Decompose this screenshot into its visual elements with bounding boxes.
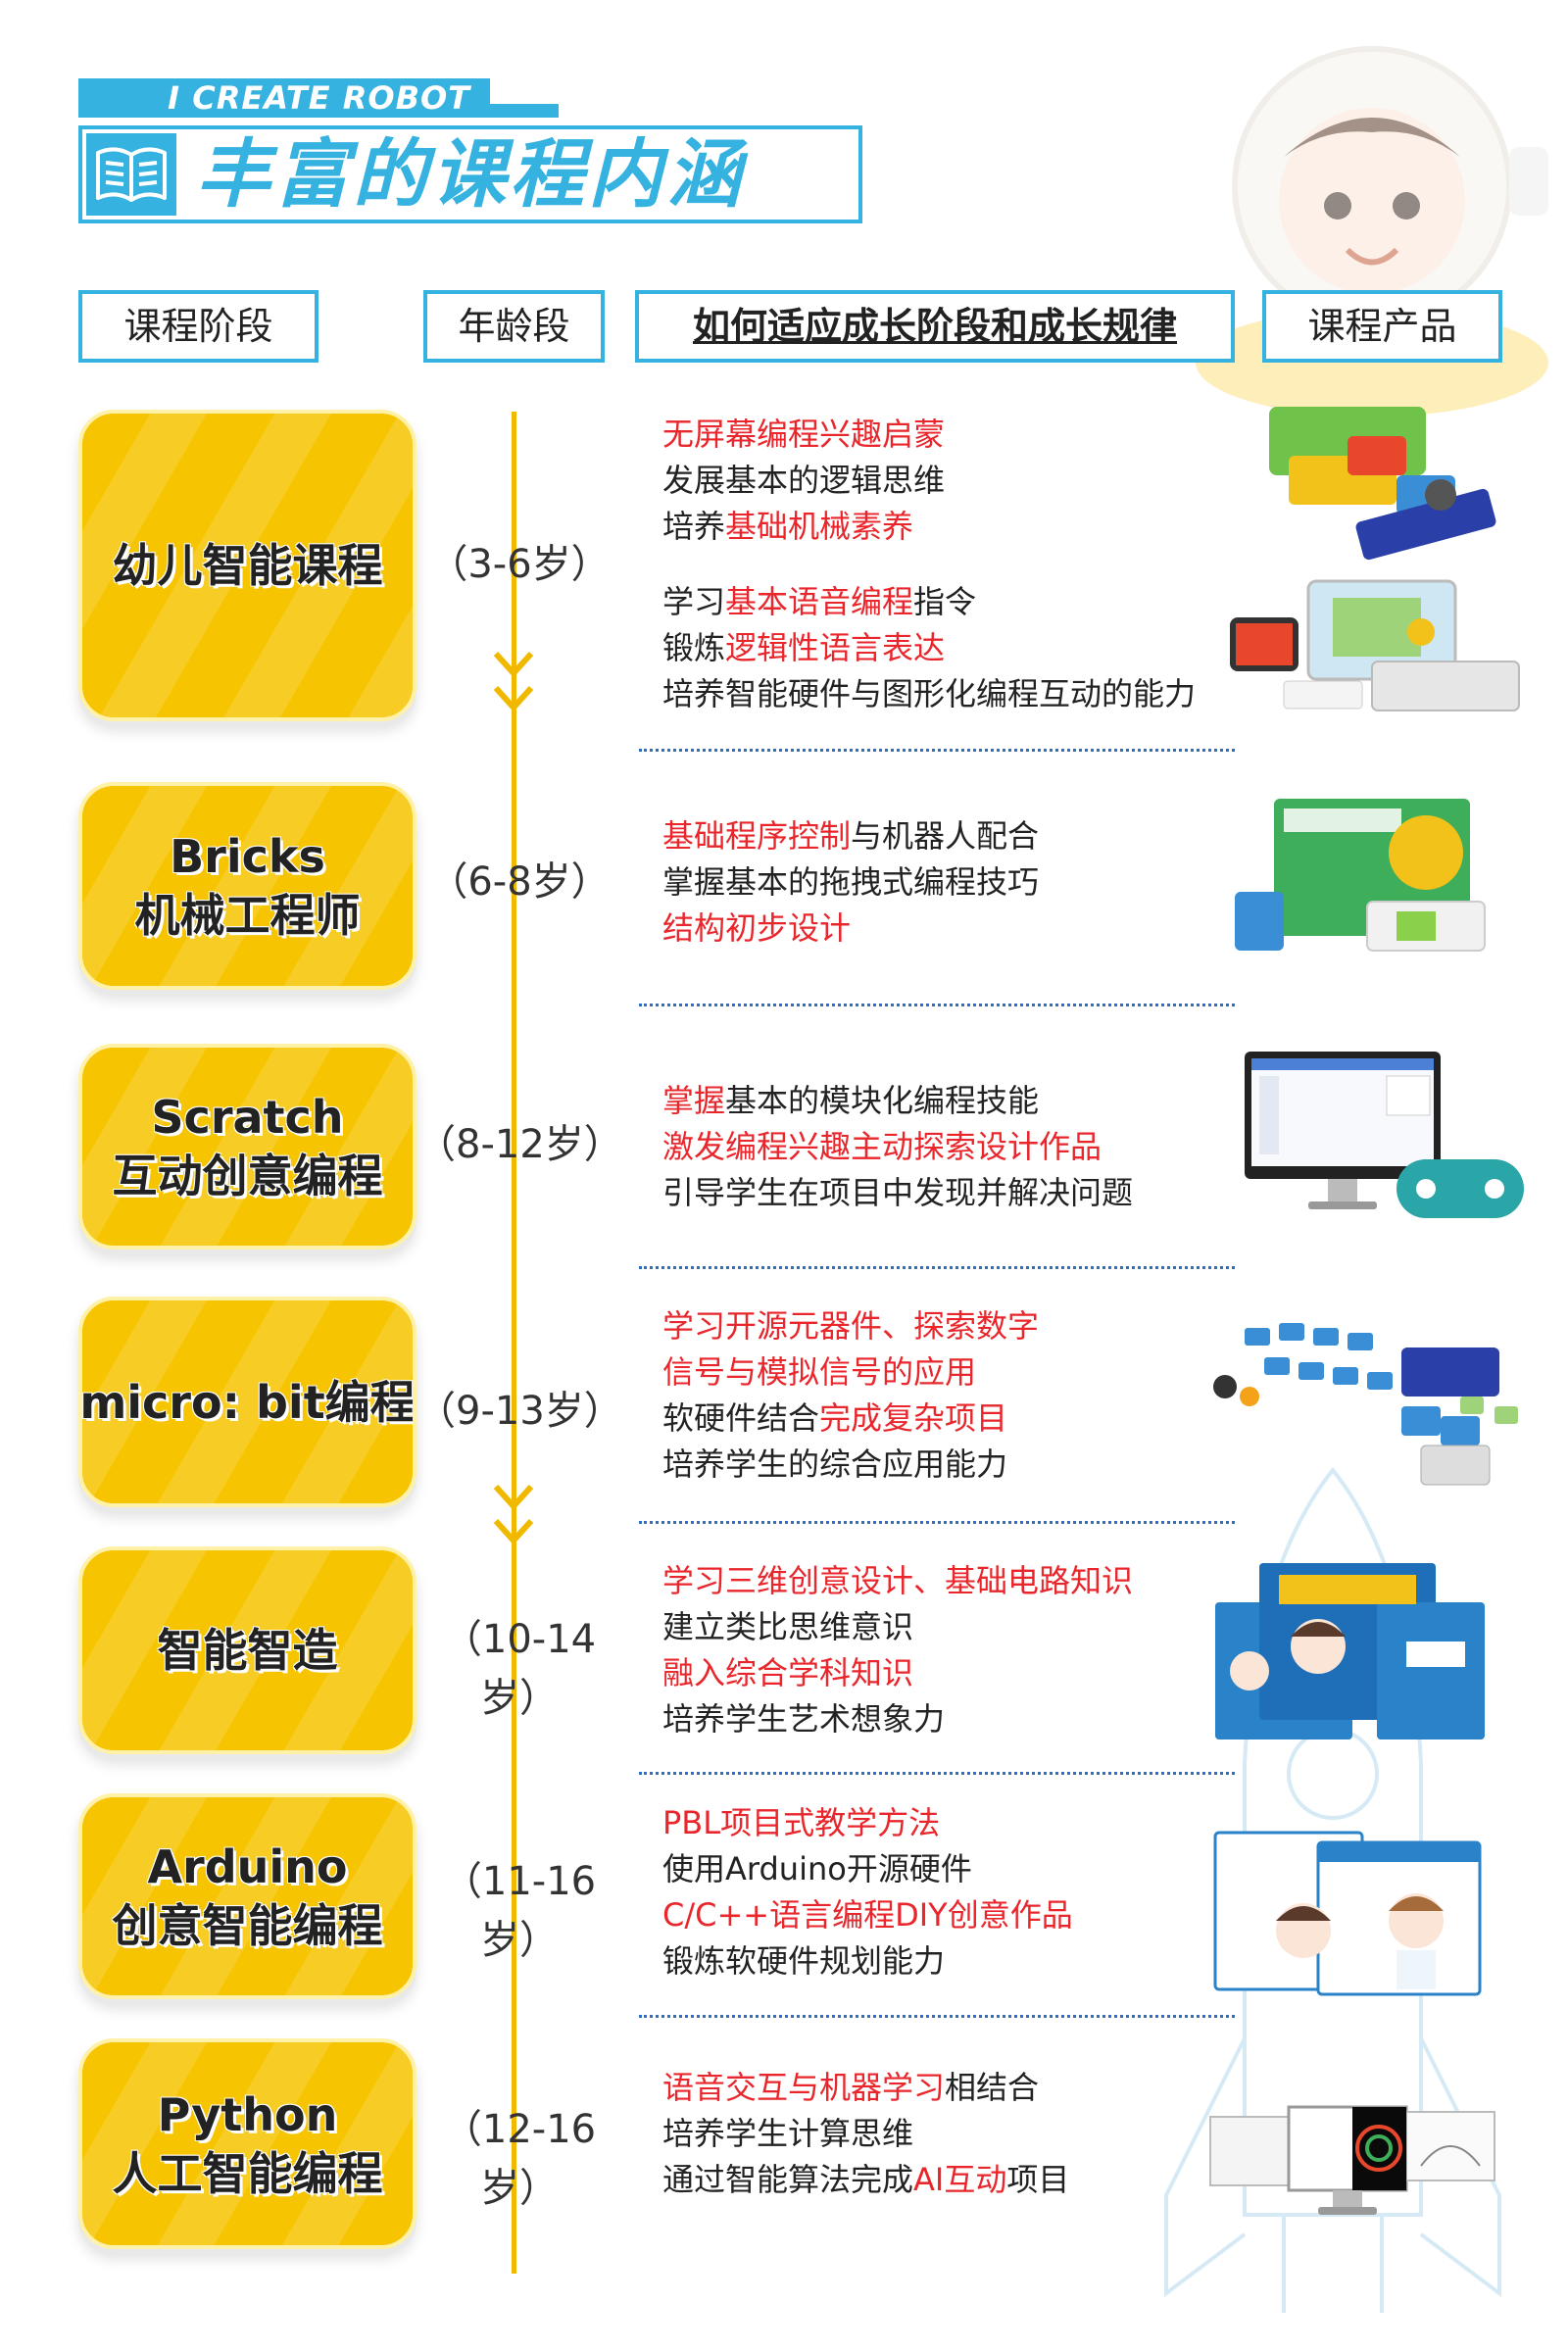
age-range: （3-6岁）	[428, 542, 611, 587]
desc-line: 培养学生艺术想象力	[662, 1700, 946, 1738]
page-title: 丰富的课程内涵	[196, 130, 745, 218]
desc-line: PBL项目式教学方法	[662, 1804, 941, 1841]
stage-title: 幼儿智能课程	[112, 539, 383, 592]
stage-card: Scratch 互动创意编程	[78, 1044, 416, 1250]
age-range: （11-16岁）	[442, 1859, 597, 1963]
stage-description: 学习三维创意设计、基础电路知识 建立类比思维意识 融入综合学科知识 培养学生艺术…	[662, 1558, 1250, 1742]
desc-line: 引导学生在项目中发现并解决问题	[662, 1174, 1134, 1211]
desc-line: 激发编程兴趣主动探索设计作品	[662, 1128, 1102, 1165]
age-range: （8-12岁）	[416, 1122, 623, 1167]
brand-banner-tail	[490, 104, 559, 118]
python-screens-image	[1209, 2105, 1495, 2215]
desc-line: 掌握基本的模块化编程技能	[662, 1082, 1040, 1119]
row-divider	[639, 1521, 1235, 1524]
column-header-product: 课程产品	[1262, 290, 1502, 363]
stage-title: 创意智能编程	[112, 1899, 383, 1952]
stage-title: Arduino	[147, 1840, 348, 1893]
microbit-components-image	[1213, 1323, 1518, 1486]
stage-title: Python	[157, 2087, 338, 2141]
desc-line: 学习基本语音编程指令	[662, 583, 977, 620]
timeline-arrow-icon	[494, 652, 533, 677]
mechanical-blocks-product-image	[1269, 407, 1496, 561]
brand-banner	[78, 78, 490, 118]
age-range: （6-8岁）	[428, 859, 611, 905]
age-range: （9-13岁）	[416, 1389, 623, 1434]
title-frame	[78, 125, 862, 223]
row-divider	[639, 1004, 1235, 1006]
smart-manufacturing-books-image	[1215, 1563, 1485, 1740]
desc-line: 信号与模拟信号的应用	[662, 1353, 977, 1391]
desc-line: 锻炼逻辑性语言表达	[662, 629, 946, 666]
stage-card: Python 人工智能编程	[78, 2038, 416, 2249]
stage-card: micro: bit编程	[78, 1297, 416, 1507]
desc-line: 无屏幕编程兴趣启蒙	[662, 416, 946, 453]
desc-line: 培养学生的综合应用能力	[662, 1446, 1008, 1483]
desc-line: 建立类比思维意识	[662, 1608, 914, 1645]
bricks-box-product-image	[1235, 799, 1486, 952]
age-range: （10-14岁）	[442, 1617, 597, 1721]
arduino-books-image	[1213, 1831, 1482, 1996]
desc-line: 发展基本的逻辑思维	[662, 462, 946, 499]
desc-line: 使用Arduino开源硬件	[662, 1850, 972, 1887]
desc-line: 结构初步设计	[662, 909, 852, 947]
row-divider	[639, 749, 1235, 752]
desc-line: 掌握基本的拖拽式编程技巧	[662, 863, 1040, 901]
desc-line: 通过智能算法完成AI互动项目	[662, 2161, 1070, 2198]
age-timeline	[512, 412, 516, 2274]
stage-description: 语音交互与机器学习相结合 培养学生计算思维 通过智能算法完成AI互动项目	[662, 2065, 1250, 2203]
desc-line: 软硬件结合完成复杂项目	[662, 1399, 1008, 1437]
stage-card: Bricks 机械工程师	[78, 782, 416, 990]
title-icon-box	[86, 133, 176, 216]
stage-title: 机械工程师	[134, 889, 361, 942]
desc-line: 融入综合学科知识	[662, 1654, 914, 1691]
desc-line: C/C++语言编程DIY创意作品	[662, 1896, 1073, 1934]
column-header-stage: 课程阶段	[78, 290, 318, 363]
desc-line: 培养基础机械素养	[662, 508, 914, 545]
stage-card: 智能智造	[78, 1546, 416, 1754]
stage-title: 互动创意编程	[112, 1150, 383, 1202]
row-divider	[639, 1772, 1235, 1775]
desc-line: 锻炼软硬件规划能力	[662, 1942, 946, 1980]
desc-line: 培养智能硬件与图形化编程互动的能力	[662, 675, 1197, 712]
desc-line: 培养学生计算思维	[662, 2115, 914, 2152]
stage-title: micro: bit编程	[79, 1375, 416, 1429]
row-divider	[639, 1266, 1235, 1269]
column-header-how: 如何适应成长阶段和成长规律	[635, 290, 1235, 363]
stage-description: PBL项目式教学方法 使用Arduino开源硬件 C/C++语言编程DIY创意作…	[662, 1800, 1250, 1984]
stage-description: 学习开源元器件、探索数字 信号与模拟信号的应用 软硬件结合完成复杂项目 培养学生…	[662, 1303, 1250, 1488]
stage-description: 掌握基本的模块化编程技能 激发编程兴趣主动探索设计作品 引导学生在项目中发现并解…	[662, 1078, 1250, 1216]
timeline-arrow-icon	[494, 1485, 533, 1510]
stage-title: Scratch	[151, 1091, 344, 1144]
stage-title: 智能智造	[157, 1624, 338, 1677]
stage-description: 基础程序控制与机器人配合 掌握基本的拖拽式编程技巧 结构初步设计	[662, 813, 1250, 952]
book-icon	[96, 147, 167, 202]
voice-programming-kit-image	[1230, 579, 1520, 711]
scratch-monitor-gamepad-image	[1245, 1052, 1524, 1218]
desc-line: 语音交互与机器学习相结合	[662, 2069, 1040, 2106]
timeline-arrow-icon	[494, 1519, 533, 1544]
timeline-arrow-icon	[494, 686, 533, 711]
brand-name: I CREATE ROBOT	[168, 79, 470, 117]
stage-card: 幼儿智能课程	[78, 410, 416, 721]
column-header-age: 年龄段	[423, 290, 605, 363]
desc-line: 学习开源元器件、探索数字	[662, 1307, 1040, 1345]
stage-title: 人工智能编程	[112, 2146, 383, 2200]
row-divider	[639, 2015, 1235, 2018]
stage-card: Arduino 创意智能编程	[78, 1793, 416, 1999]
desc-line: 学习三维创意设计、基础电路知识	[662, 1562, 1134, 1599]
stage-title: Bricks	[170, 830, 325, 883]
stage-description: 无屏幕编程兴趣启蒙 发展基本的逻辑思维 培养基础机械素养 学习基本语音编程指令 …	[662, 412, 1250, 717]
age-range: （12-16岁）	[442, 2107, 597, 2211]
desc-line: 基础程序控制与机器人配合	[662, 817, 1040, 855]
